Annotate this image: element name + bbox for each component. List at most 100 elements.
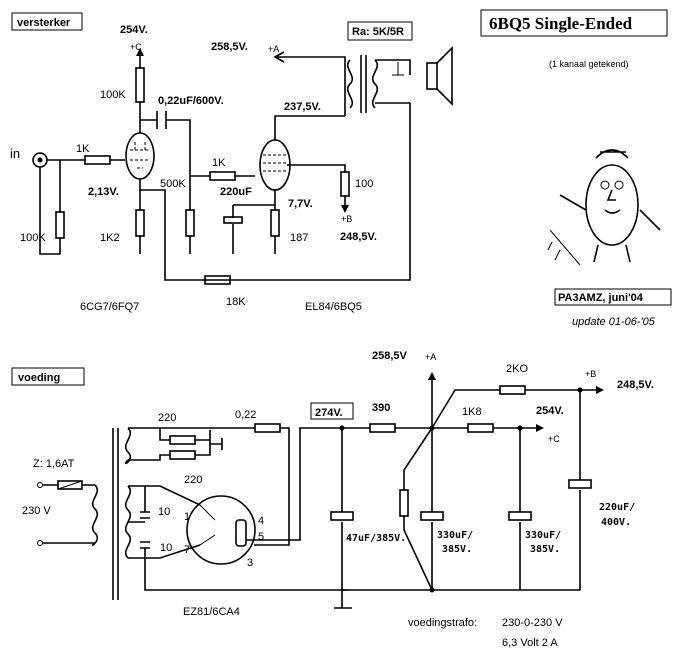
resistor-1k-grid-label: 1K [212, 157, 226, 169]
el84-anode-screen-wiring [274, 115, 346, 172]
ot-ground-mark [392, 62, 404, 76]
resistor-100k-grid-label: 100K [20, 232, 46, 244]
plus-c-psu-wiring [493, 427, 538, 590]
speaker-cone [436, 46, 453, 106]
tube-el84-label: EL84/6BQ5 [305, 301, 362, 313]
author-label: PA3AMZ, juni'04 [558, 292, 644, 304]
mains-terminal-bottom [37, 540, 43, 546]
mains-voltage-label: 230 V [22, 505, 51, 517]
ot-core [360, 55, 367, 113]
plus-a-amp-label: +A [268, 44, 279, 54]
pin5-label: 5 [258, 531, 264, 543]
hv-secondary-wiring [128, 485, 348, 591]
plus-b-psu-label: +B [585, 369, 596, 379]
resistor-390 [369, 423, 396, 433]
speaker-magnet [426, 62, 438, 90]
ot-primary-coil [346, 59, 354, 109]
v274-label: 274V. [315, 407, 343, 419]
rectifier-tube-label: EZ81/6CA4 [183, 606, 240, 618]
capacitor-022 [254, 423, 281, 433]
input-wiring [39, 159, 125, 255]
heater-wiring [128, 427, 223, 461]
resistor-1k-grid [209, 171, 236, 181]
plus-c-psu-label: +C [548, 434, 560, 444]
capacitor-10b-label: 10 [160, 542, 172, 554]
v274-box [310, 402, 354, 420]
resistor-220-hum-b [169, 450, 196, 460]
subtitle: (1 kanaal getekend) [549, 59, 629, 69]
speaker-wiring [375, 59, 411, 104]
anode-coupling-wiring [139, 102, 255, 210]
capacitor-220uf-psu-label-1: 220uF/ [599, 502, 635, 513]
input-label: in [10, 146, 20, 161]
update-label: update 01-06-'05 [572, 316, 656, 328]
resistor-1k8 [467, 423, 494, 433]
tube-6cg7-label: 6CG7/6FQ7 [80, 301, 139, 313]
power-transformer-core [112, 428, 119, 600]
plus-b-psu-arrow [596, 386, 604, 394]
v77-label: 7,7V. [288, 198, 313, 210]
resistor-18k-label: 18K [226, 296, 246, 308]
v248-label: 248,5V. [340, 231, 377, 243]
coupling-capacitor [156, 111, 167, 129]
resistor-1k8-label: 1K8 [462, 406, 482, 418]
capacitor-10a-label: 10 [158, 506, 170, 518]
plus-b-psu-wiring [579, 389, 598, 590]
capacitor-220uf-cathode [223, 216, 243, 224]
pin7-label: 7 [184, 544, 190, 556]
resistor-100k-anode [135, 67, 145, 103]
resistor-500k [185, 209, 195, 237]
resistor-divider [399, 489, 409, 517]
tube-el84 [259, 139, 291, 191]
resistor-2k0 [499, 385, 526, 395]
plus-c-arrow [136, 48, 144, 56]
mains-primary-coil [91, 484, 99, 546]
v237-label: 237,5V. [284, 101, 321, 113]
resistor-2k0-label: 2KO [506, 363, 528, 375]
capacitor-330uf-a-label-2: 385V. [442, 544, 472, 555]
plus-b-arrow [341, 205, 349, 213]
resistor-100-screen [340, 171, 350, 197]
transformer-label: Ra: 5K/5R [352, 26, 404, 38]
rectifier-output-wiring [246, 427, 370, 541]
capacitor-220uf-psu [568, 479, 592, 489]
cartoon-tube-mascot [547, 149, 661, 266]
capacitor-47uf-label: 47uF/385V. [346, 533, 406, 544]
capacitor-220uf-psu-label-2: 400V. [601, 517, 631, 528]
resistor-100-label: 100 [355, 178, 373, 190]
tube-6cg7 [125, 132, 155, 180]
plus-a-psu-arrow [428, 372, 436, 380]
resistor-220-hv-label: 220 [184, 474, 202, 486]
section-amp-label: versterker [17, 17, 71, 29]
r2k0-wiring [431, 389, 580, 429]
trafo-spec-2: 6,3 Volt 2 A [502, 637, 558, 649]
v248-psu-label: 248,5V. [617, 379, 654, 391]
resistor-18k-feedback [204, 275, 231, 285]
mains-wiring [43, 484, 95, 544]
resistor-1k-input [84, 155, 111, 165]
v213-label: 2,13V. [88, 186, 119, 198]
heater-coil [124, 427, 132, 465]
plus-b-label: +B [341, 214, 352, 224]
rectifier-cathode [235, 519, 247, 547]
rectifier-anodes [199, 504, 216, 546]
plus-c-label: +C [130, 42, 142, 52]
resistor-187-label: 187 [290, 232, 308, 244]
mains-terminal-top [37, 482, 43, 488]
page-title: 6BQ5 Single-Ended [489, 14, 633, 33]
resistor-1k2-label: 1K2 [100, 232, 120, 244]
title-box [480, 9, 668, 37]
tube-6cg7-electrodes [130, 140, 150, 169]
capacitor-330uf-b-label-1: 330uF/ [525, 530, 561, 541]
rectifier-heater-wiring [160, 427, 290, 546]
section-psu-label: voeding [18, 372, 60, 384]
capacitor-330uf-a-label-1: 330uF/ [437, 530, 473, 541]
v258-psu-label: 258,5V [372, 350, 408, 362]
resistor-187-cathode [270, 209, 280, 237]
resistor-220-hum-a [169, 435, 196, 445]
tube-el84-grids [263, 154, 287, 172]
resistor-390-label: 390 [372, 402, 390, 414]
capacitor-47uf [330, 511, 354, 521]
